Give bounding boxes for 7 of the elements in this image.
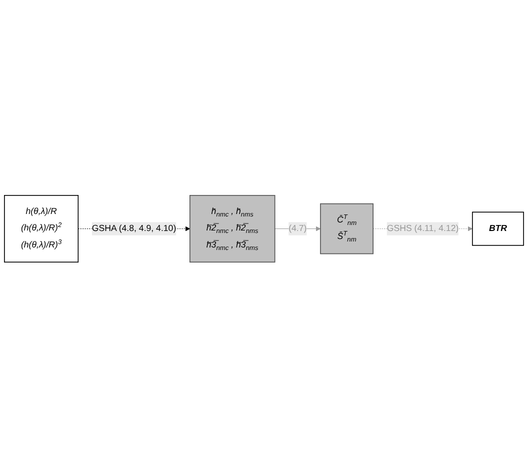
node-box: h(θ,λ)/R (h(θ,λ)/R)$^{2}$ (h(θ,λ)/R)$^{3}$ bbox=[4, 194, 79, 262]
edge-label: GSHA (4.8, 4.9, 4.10) bbox=[92, 224, 176, 233]
node-box: BTR bbox=[472, 211, 524, 246]
edge-label: GSHS (4.11, 4.12) bbox=[386, 224, 459, 233]
edge-label: (4.7) bbox=[288, 224, 307, 233]
node-box: h̄$_{nmc}$ , h̄$_{nms}$ h̅2̅$_{nmc}$ , h̅2̅$_{nms}$ h̅3̅$_{nmc}$ , h̅3̅$_{nms}$ bbox=[189, 194, 276, 262]
arrow bbox=[274, 226, 321, 231]
